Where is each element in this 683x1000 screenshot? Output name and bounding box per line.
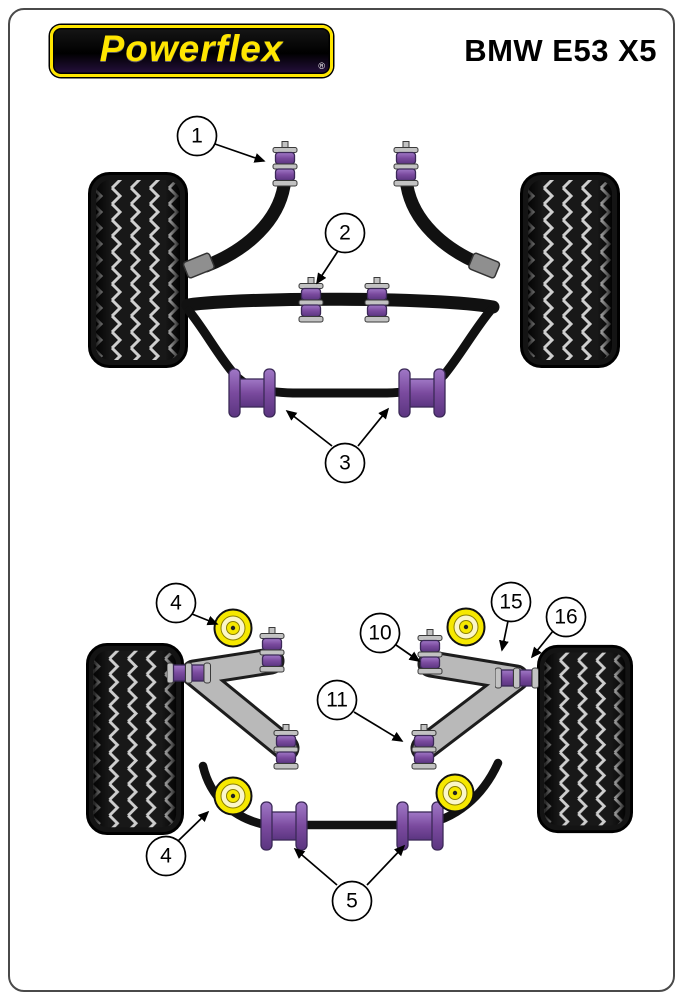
callout-2-number: 2 [339,222,351,245]
powerflex-logo-text: Powerflex [99,28,284,69]
callout-5-arrow-right [366,844,406,886]
callout-5-arrow-left [293,847,338,886]
callout-16-circle [545,596,587,638]
callout-11-circle [316,679,358,721]
callout-11: 11 [316,679,404,742]
rear-arb-bush-right [396,801,444,851]
rear-arb-bush-left [260,801,308,851]
callout-11-number: 11 [326,689,348,712]
callout-1-circle [176,115,218,157]
rear-subframe-bush-top-right [446,607,486,647]
callout-5-number: 5 [346,890,358,913]
callout-4-bottom-number: 4 [160,845,172,868]
front-right-link-end [468,252,501,279]
callout-3-number: 3 [339,452,351,475]
rear-left-outer-bush [167,662,212,684]
front-arb-bush-left [228,368,276,418]
rear-subframe-bush-bottom-right [435,773,475,813]
front-tie-bar [181,292,500,314]
callout-1: 1 [176,115,266,163]
callout-10-number: 10 [368,622,391,645]
rear-left-upper-bush [259,627,285,673]
header: Powerflex ® BMW E53 X5 [50,24,657,78]
front-left-link-end [182,252,215,279]
callout-1-arrow [214,143,266,163]
callout-4-top-number: 4 [170,592,182,615]
rear-subframe-bush-top-left [213,608,253,648]
rear-subframe-bush-bottom-left [213,776,253,816]
callout-3-circle [324,442,366,484]
callout-2-arrow [316,250,339,285]
callout-5: 5 [293,844,406,922]
registered-trademark-icon: ® [318,61,325,71]
front-suspension-diagram: 1 2 3 [88,115,620,484]
callout-4-top: 4 [155,582,219,626]
callout-16-number: 16 [554,606,577,629]
callout-16: 16 [530,596,587,659]
callout-3: 3 [285,407,390,484]
callout-5-circle [331,880,373,922]
callout-10-arrow [395,644,421,662]
rear-right-lower-bush [411,724,437,770]
callout-4-bottom: 4 [145,810,210,877]
callout-3-arrow-left [285,409,333,447]
callout-1-number: 1 [191,125,203,148]
callout-2: 2 [316,212,366,285]
callout-15-arrow [499,620,509,652]
page-title: BMW E53 X5 [464,33,657,68]
rear-right-upper-bush [417,629,443,675]
callout-4-top-arrow [191,613,219,626]
callout-2-circle [324,212,366,254]
front-left-link-bush [272,141,298,187]
front-tie-bar-bush-right [364,277,390,323]
front-left-drop-link [199,179,291,273]
front-right-link-bush [393,141,419,187]
front-anti-roll-bar [184,306,495,398]
callout-4-bottom-circle [145,835,187,877]
callout-10-circle [359,612,401,654]
callout-16-arrow [530,630,554,659]
callout-4-bottom-arrow [177,810,210,842]
callout-15-circle [490,581,532,623]
callout-4-top-circle [155,582,197,624]
rear-right-outer-bush [495,667,540,689]
callout-15: 15 [490,581,532,652]
page-border [8,8,675,992]
rear-suspension-diagram: 4 10 15 16 11 [86,581,633,922]
callout-11-arrow [353,711,404,742]
callout-15-number: 15 [499,591,522,614]
front-arb-bush-right [398,368,446,418]
callout-10: 10 [359,612,421,662]
callout-3-arrow-right [357,407,390,447]
rear-left-lower-bush [273,724,299,770]
front-right-tire [520,172,620,368]
powerflex-logo: Powerflex ® [50,25,333,77]
front-left-tire [88,172,188,368]
front-tie-bar-bush-left [298,277,324,323]
rear-right-tire [537,644,633,834]
